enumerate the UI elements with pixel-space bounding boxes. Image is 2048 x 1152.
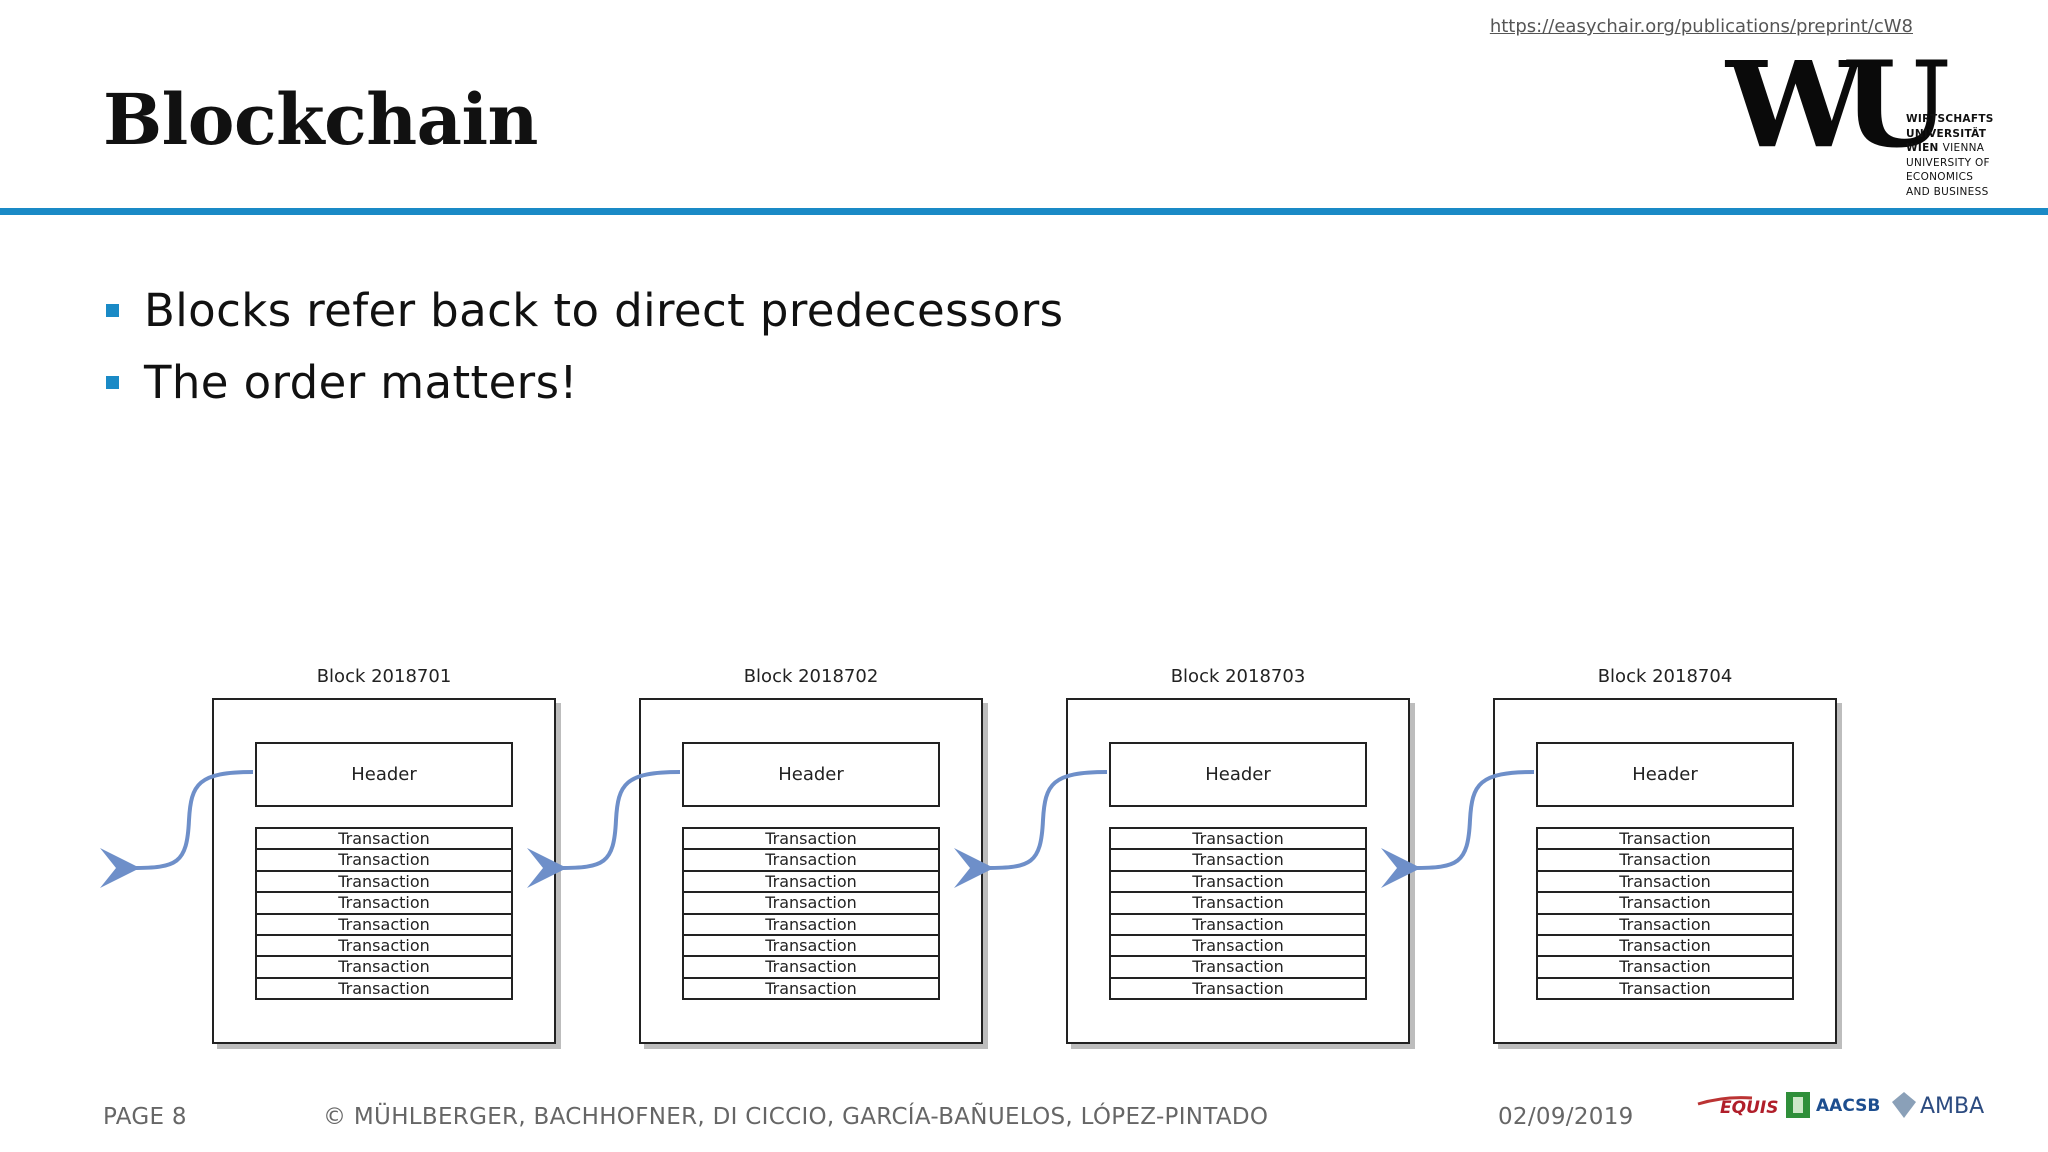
- amba-logo: AMBA: [1920, 1094, 1985, 1119]
- block-label: Block 2018702: [743, 666, 879, 687]
- footer-authors: © MÜHLBERGER, BACHHOFNER, DI CICCIO, GAR…: [323, 1104, 1269, 1130]
- transaction-row: Transaction: [1111, 850, 1365, 872]
- bullet-square-icon: [106, 375, 119, 389]
- wordmark-word: WIEN: [1906, 142, 1939, 155]
- transaction-row: Transaction: [684, 893, 938, 915]
- transaction-row: Transaction: [684, 850, 938, 872]
- transaction-row: Transaction: [1111, 872, 1365, 894]
- transaction-row: Transaction: [1192, 978, 1284, 998]
- transaction-row: Transaction: [684, 872, 938, 894]
- block-header: Header: [682, 742, 940, 807]
- wu-university-logo: WU WIRTSCHAFTS UNIVERSITÄT WIEN VIENNA U…: [1726, 46, 1998, 204]
- wu-logo-mark: WU: [1726, 35, 1950, 174]
- preprint-url-link[interactable]: https://easychair.org/publications/prepr…: [1489, 16, 1913, 37]
- accreditation-graphics: [1697, 1092, 1916, 1118]
- transaction-row: Transaction: [1538, 936, 1792, 958]
- wordmark-line: UNIVERSITÄT: [1906, 127, 1987, 140]
- transaction-row: Transaction: [1538, 872, 1792, 894]
- transaction-row: Transaction: [1111, 893, 1365, 915]
- bullet-item: Blocks refer back to direct predecessors: [106, 280, 1063, 340]
- transaction-row: Transaction: [684, 957, 938, 979]
- transaction-row: Transaction: [1111, 957, 1365, 979]
- wordmark-line: UNIVERSITY OF: [1906, 156, 1990, 169]
- block-header: Header: [255, 742, 513, 807]
- transaction-row: Transaction: [257, 936, 511, 958]
- accreditation-logos: EQUIS AACSB AMBA: [1694, 1074, 1994, 1128]
- bullet-text: Blocks refer back to direct predecessors: [144, 283, 1064, 337]
- transaction-row: Transaction: [1538, 893, 1792, 915]
- transaction-row: Transaction: [1111, 915, 1365, 936]
- transaction-row: Transaction: [257, 893, 511, 915]
- transaction-row: Transaction: [257, 829, 511, 851]
- transaction-row: Transaction: [257, 957, 511, 979]
- bullet-item: The order matters!: [106, 352, 578, 412]
- transaction-row: Transaction: [684, 936, 938, 958]
- slide-title: Blockchain: [103, 78, 538, 161]
- block-label: Block 2018703: [1170, 666, 1306, 687]
- block-label: Block 2018701: [316, 666, 452, 687]
- aacsb-logo: AACSB: [1816, 1096, 1881, 1116]
- block-header: Header: [1536, 742, 1794, 807]
- transaction-row: Transaction: [684, 829, 938, 851]
- transaction-row: Transaction: [1538, 915, 1792, 936]
- amba-diamond-icon: [1892, 1092, 1916, 1118]
- wordmark-line: AND BUSINESS: [1906, 185, 1989, 198]
- transaction-row: Transaction: [257, 850, 511, 872]
- transaction-row: Transaction: [1538, 957, 1792, 979]
- block-label: Block 2018704: [1597, 666, 1733, 687]
- transaction-row: Transaction: [257, 915, 511, 936]
- page-number: PAGE 8: [103, 1104, 187, 1130]
- transaction-row: Transaction: [1111, 936, 1365, 958]
- wordmark-line: ECONOMICS: [1906, 171, 1974, 184]
- bullet-text: The order matters!: [144, 355, 578, 409]
- wordmark-line: WIEN VIENNA: [1906, 141, 1998, 156]
- equis-swoosh-icon: [1697, 1096, 1753, 1106]
- wordmark-word: VIENNA: [1942, 142, 1985, 155]
- transaction-row: Transaction: [1538, 829, 1792, 851]
- transaction-row: Transaction: [1111, 829, 1365, 851]
- title-divider: [0, 208, 2048, 215]
- transaction-row: Transaction: [684, 915, 938, 936]
- wu-logo-wordmark: WIRTSCHAFTS UNIVERSITÄT WIEN VIENNA UNIV…: [1906, 112, 1998, 200]
- transaction-row: Transaction: [765, 978, 857, 998]
- transaction-row: Transaction: [257, 872, 511, 894]
- equis-logo: EQUIS: [1720, 1098, 1779, 1118]
- wordmark-line: WIRTSCHAFTS: [1906, 113, 1994, 125]
- aacsb-inner-icon: [1793, 1097, 1803, 1113]
- transaction-row: Transaction: [1538, 850, 1792, 872]
- block-header: Header: [1109, 742, 1367, 807]
- transaction-row: Transaction: [338, 978, 430, 998]
- bullet-square-icon: [106, 303, 119, 317]
- transaction-row: Transaction: [1619, 978, 1711, 998]
- footer-date: 02/09/2019: [1498, 1104, 1634, 1130]
